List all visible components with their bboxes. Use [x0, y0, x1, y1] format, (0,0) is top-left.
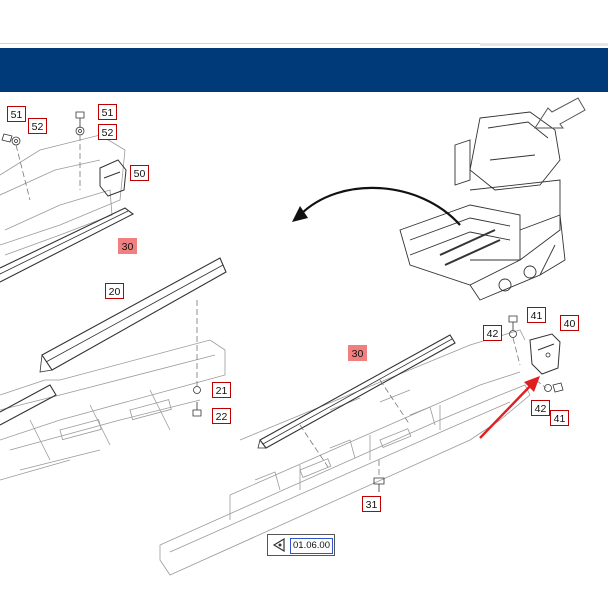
view-direction-arrow: [534, 97, 586, 129]
bolt-41-top: [508, 315, 518, 330]
callout-52-left: 52: [28, 118, 47, 134]
bolt-51-right: [75, 111, 85, 128]
callout-40: 40: [560, 315, 579, 331]
callout-21: 21: [212, 382, 231, 398]
frame-left-inner: [0, 159, 101, 196]
callout-52-right: 52: [98, 124, 117, 140]
callout-41-bottom: 41: [550, 410, 569, 426]
callout-51-left: 51: [7, 106, 26, 122]
strip-30-upper: [0, 207, 135, 283]
callout-30-lower: 30: [348, 345, 367, 361]
header-band: [0, 48, 608, 92]
strip-20: [41, 257, 227, 371]
toolbar-tab-edge: [480, 43, 608, 46]
callout-31: 31: [362, 496, 381, 512]
bolt-51-left: [1, 133, 13, 143]
back-triangle-icon: [272, 538, 285, 552]
washer-42-top: [509, 330, 517, 338]
frame-left-panel: [4, 189, 113, 256]
callout-42-top: 42: [483, 325, 502, 341]
callout-20: 20: [105, 283, 124, 299]
callout-22: 22: [212, 408, 231, 424]
bolt-22: [192, 402, 202, 417]
exploded-parts-diagram: [0, 97, 586, 576]
curved-pointer-arrow: [299, 186, 461, 226]
frame-left-lower: [0, 339, 226, 441]
washer-42-bottom: [544, 384, 552, 392]
washer-21: [193, 386, 201, 394]
bolt-31: [373, 477, 385, 492]
reference-code: 01.06.00: [290, 538, 333, 554]
top-toolbar: [0, 0, 608, 46]
strip-lower-left: [0, 384, 57, 426]
callout-50: 50: [130, 165, 149, 181]
callout-30-upper: 30: [118, 238, 137, 254]
bracket-50-shape: [99, 159, 127, 197]
callout-42-bottom: 42: [531, 400, 550, 416]
callout-41-top: 41: [527, 307, 546, 323]
paver-machine-illustration: [399, 111, 566, 301]
frame-left-upper: [0, 134, 126, 246]
red-pointer-arrow: [479, 381, 535, 439]
bracket-40-shape: [529, 333, 561, 375]
callout-51-right: 51: [98, 104, 117, 120]
reference-link[interactable]: 01.06.00: [267, 534, 335, 556]
bolt-41-bottom: [552, 382, 564, 393]
washer-52-left: [11, 136, 21, 146]
strip-30-lower: [259, 334, 456, 449]
toolbar-divider: [0, 43, 608, 44]
washer-52-right: [75, 126, 85, 136]
